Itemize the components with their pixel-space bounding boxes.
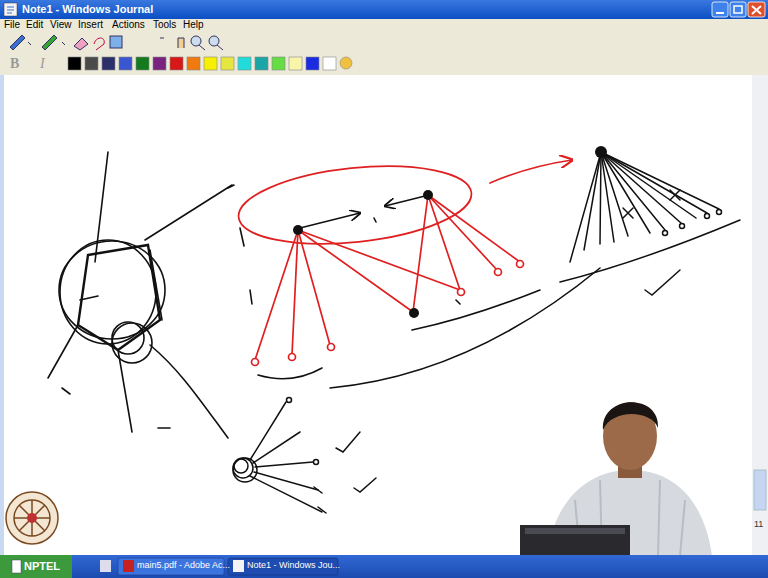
menu-item: Insert	[78, 19, 103, 30]
page-number: 11	[754, 520, 763, 530]
taskbar-item: Note1 - Windows Jou...	[247, 561, 340, 571]
menu-item: Help	[183, 19, 204, 30]
menu-item: File	[4, 19, 20, 30]
menu-item: Tools	[153, 19, 176, 30]
menu-item: Edit	[26, 19, 43, 30]
window-title: Note1 - Windows Journal	[22, 3, 153, 15]
menu-item: View	[50, 19, 72, 30]
italic-button: I	[40, 56, 45, 71]
taskbar-item: main5.pdf - Adobe Ac...	[137, 561, 230, 571]
menu-item: Actions	[112, 19, 145, 30]
bold-button: B	[10, 56, 19, 71]
start-button: NPTEL	[24, 560, 60, 572]
